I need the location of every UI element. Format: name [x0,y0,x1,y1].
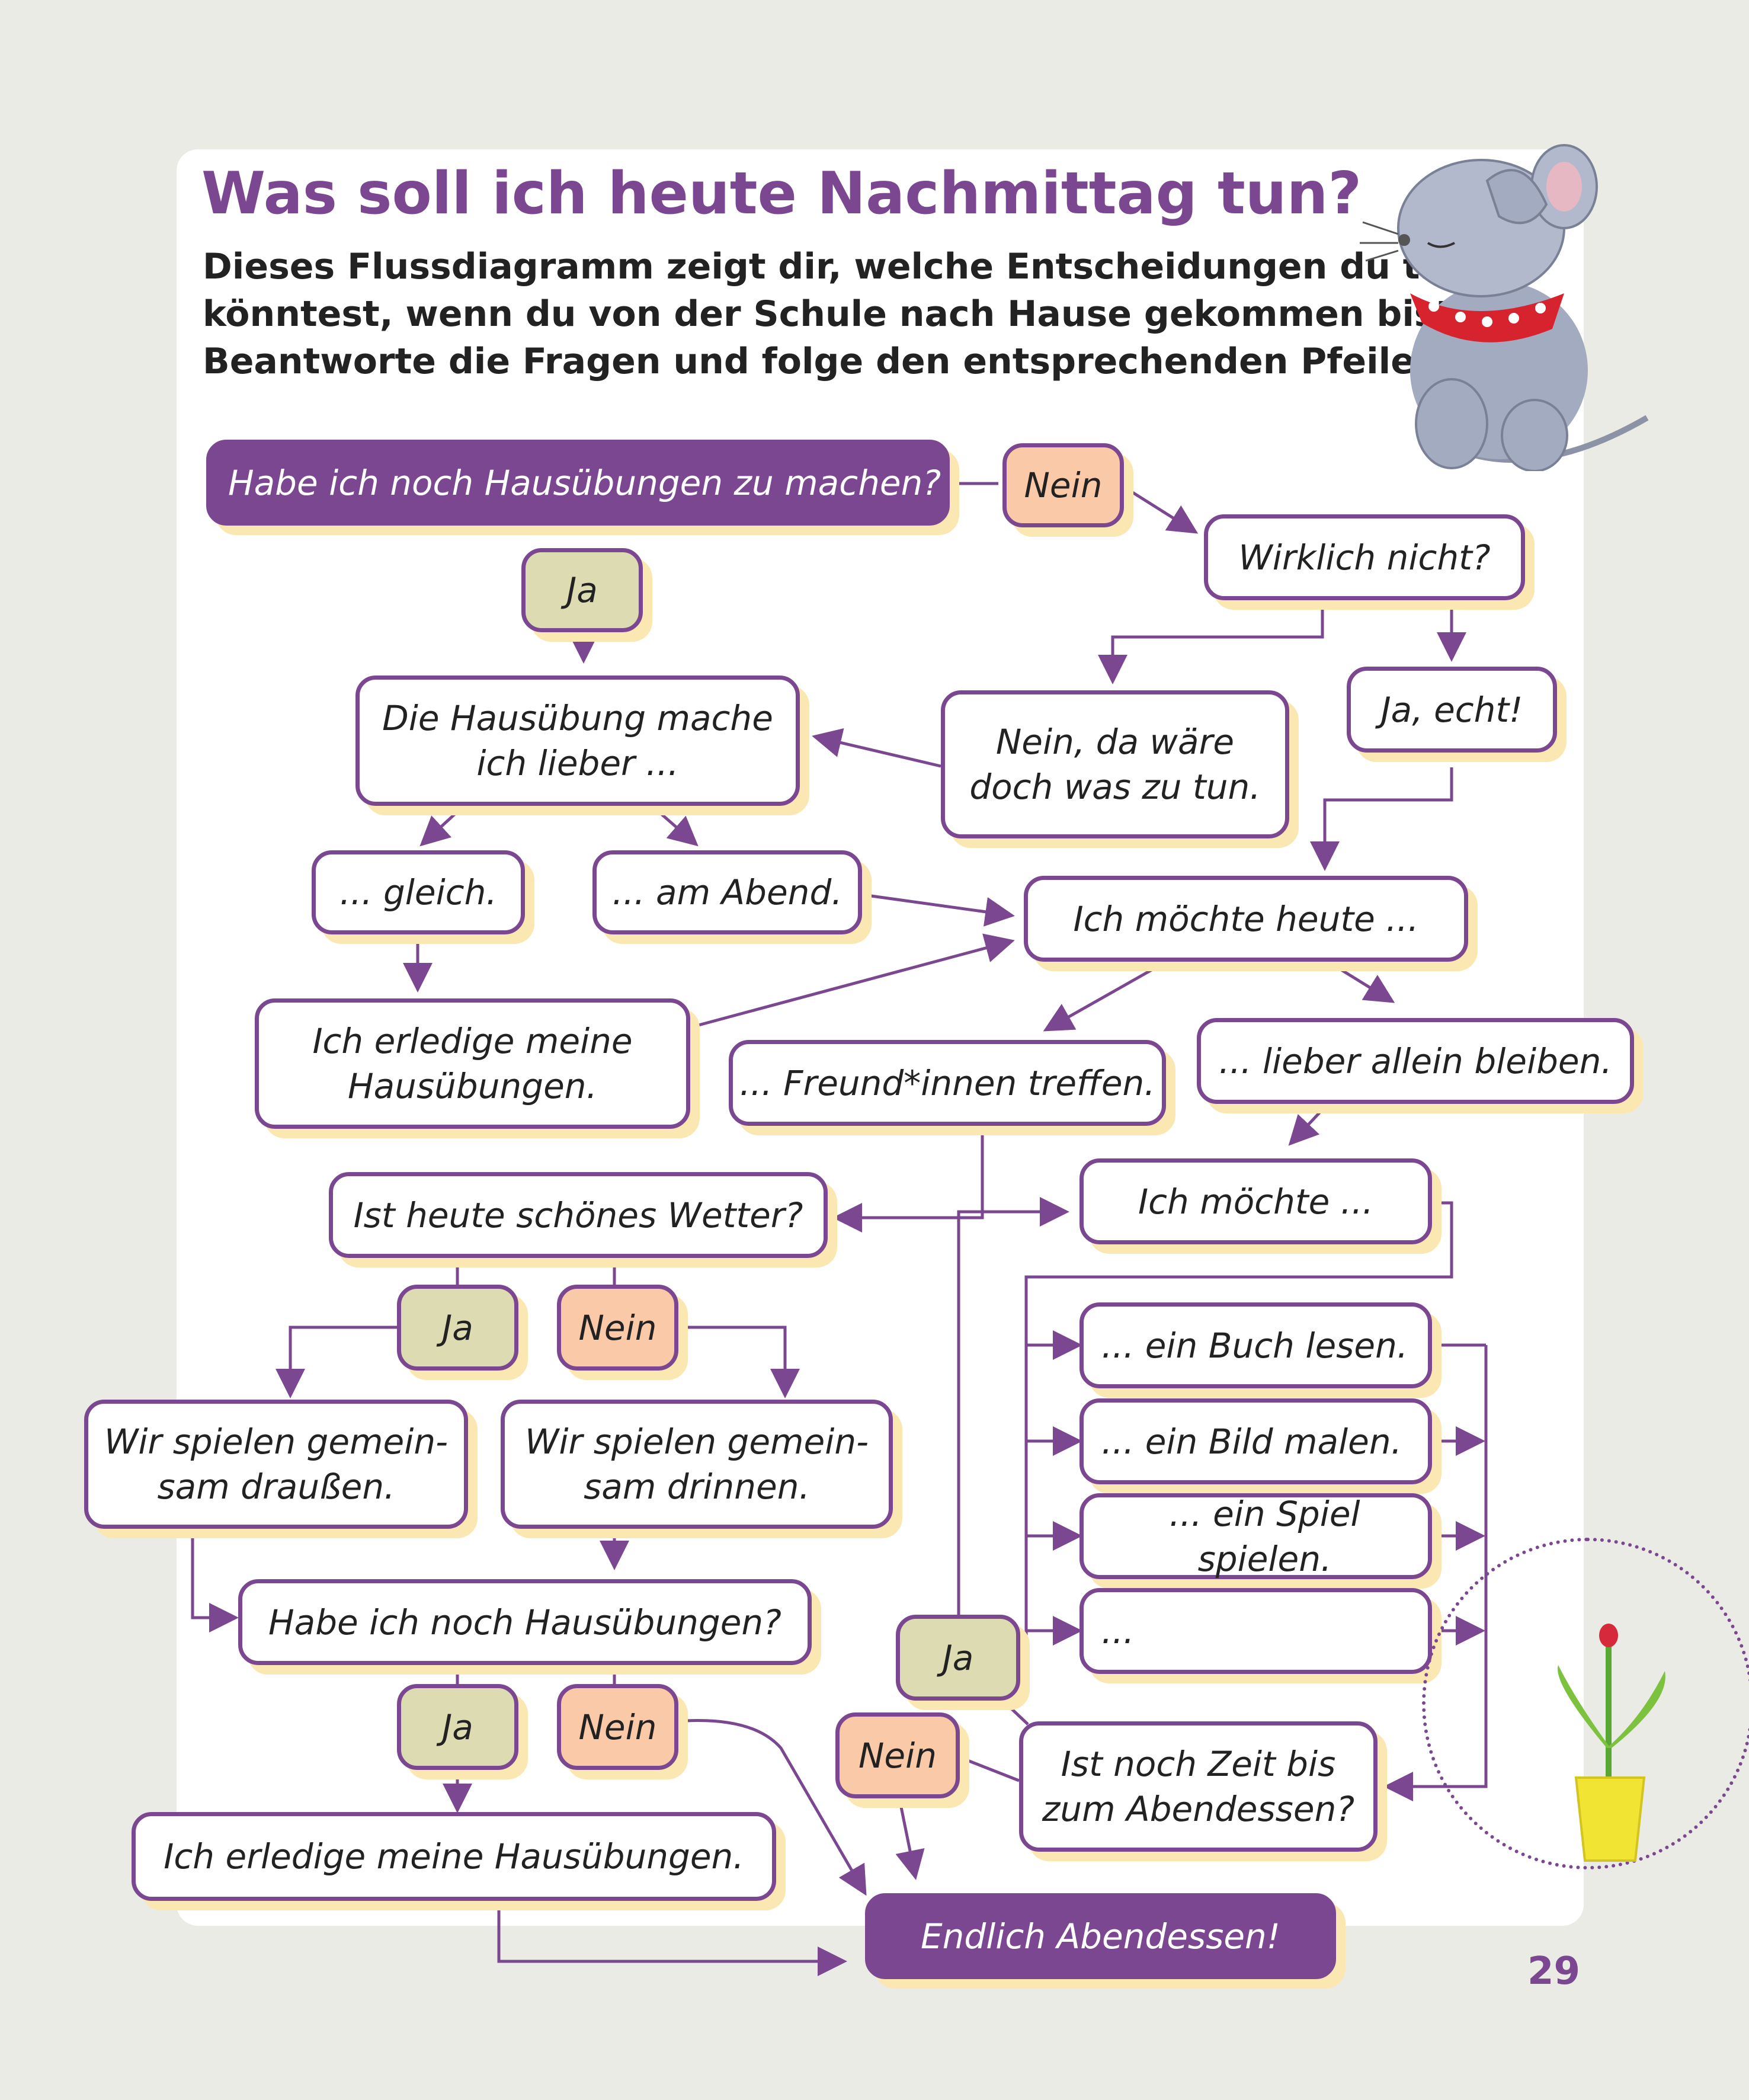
hausuebungen2-nein: Nein [557,1684,678,1770]
answer-nein: Nein [1002,443,1124,527]
tulip-illustration [1558,1624,1665,1862]
node-freunde: ... Freund*innen treffen. [729,1040,1166,1126]
node-zeit: Ist noch Zeit bis zum Abendessen? [1019,1721,1378,1852]
node-nein-waere: Nein, da wäre doch was zu tun. [941,690,1289,838]
zeit-ja: Ja [896,1615,1020,1701]
node-am-abend: ... am Abend. [592,850,862,934]
node-erledige-2: Ich erledige meine Hausübungen. [132,1812,776,1901]
node-hausuebung-mache: Die Hausübung mache ich lieber ... [355,676,800,806]
node-wetter: Ist heute schönes Wetter? [329,1172,828,1258]
option-spiel: ... ein Spiel spielen. [1079,1493,1432,1579]
zeit-nein: Nein [835,1712,960,1798]
node-moechte-heute: Ich möchte heute ... [1024,876,1468,962]
wetter-ja: Ja [397,1285,518,1371]
mouse-illustration [1360,144,1649,471]
answer-ja: Ja [521,548,643,632]
node-ja-echt: Ja, echt! [1347,667,1557,753]
option-bild: ... ein Bild malen. [1079,1398,1432,1484]
node-allein: ... lieber allein bleiben. [1197,1018,1634,1104]
node-draussen: Wir spielen gemein- sam draußen. [84,1400,468,1529]
node-gleich: ... gleich. [312,850,525,934]
node-ich-moechte: Ich möchte ... [1079,1158,1432,1244]
end-node: Endlich Abendessen! [865,1893,1336,1979]
flower-circle [1422,1538,1749,1869]
intro-line: könntest, wenn du von der Schule nach Ha… [203,293,1466,335]
hausuebungen2-ja: Ja [397,1684,518,1770]
page-title: Was soll ich heute Nachmittag tun? [201,160,1362,228]
option-more: ... [1079,1588,1432,1674]
node-erledige-1: Ich erledige meine Hausübungen. [255,998,690,1129]
page-number: 29 [1527,1949,1581,1993]
intro-text: Dieses Flussdiagramm zeigt dir, welche E… [203,243,1540,385]
node-drinnen: Wir spielen gemein- sam drinnen. [501,1400,893,1529]
node-hausuebungen-2: Habe ich noch Hausübungen? [238,1579,812,1665]
start-question: Habe ich noch Hausübungen zu machen? [206,440,950,526]
option-buch: ... ein Buch lesen. [1079,1302,1432,1388]
intro-line: Dieses Flussdiagramm zeigt dir, welche E… [203,246,1540,287]
intro-line: Beantworte die Fragen und folge den ents… [203,341,1454,382]
node-wirklich: Wirklich nicht? [1204,514,1525,600]
wetter-nein: Nein [557,1285,678,1371]
